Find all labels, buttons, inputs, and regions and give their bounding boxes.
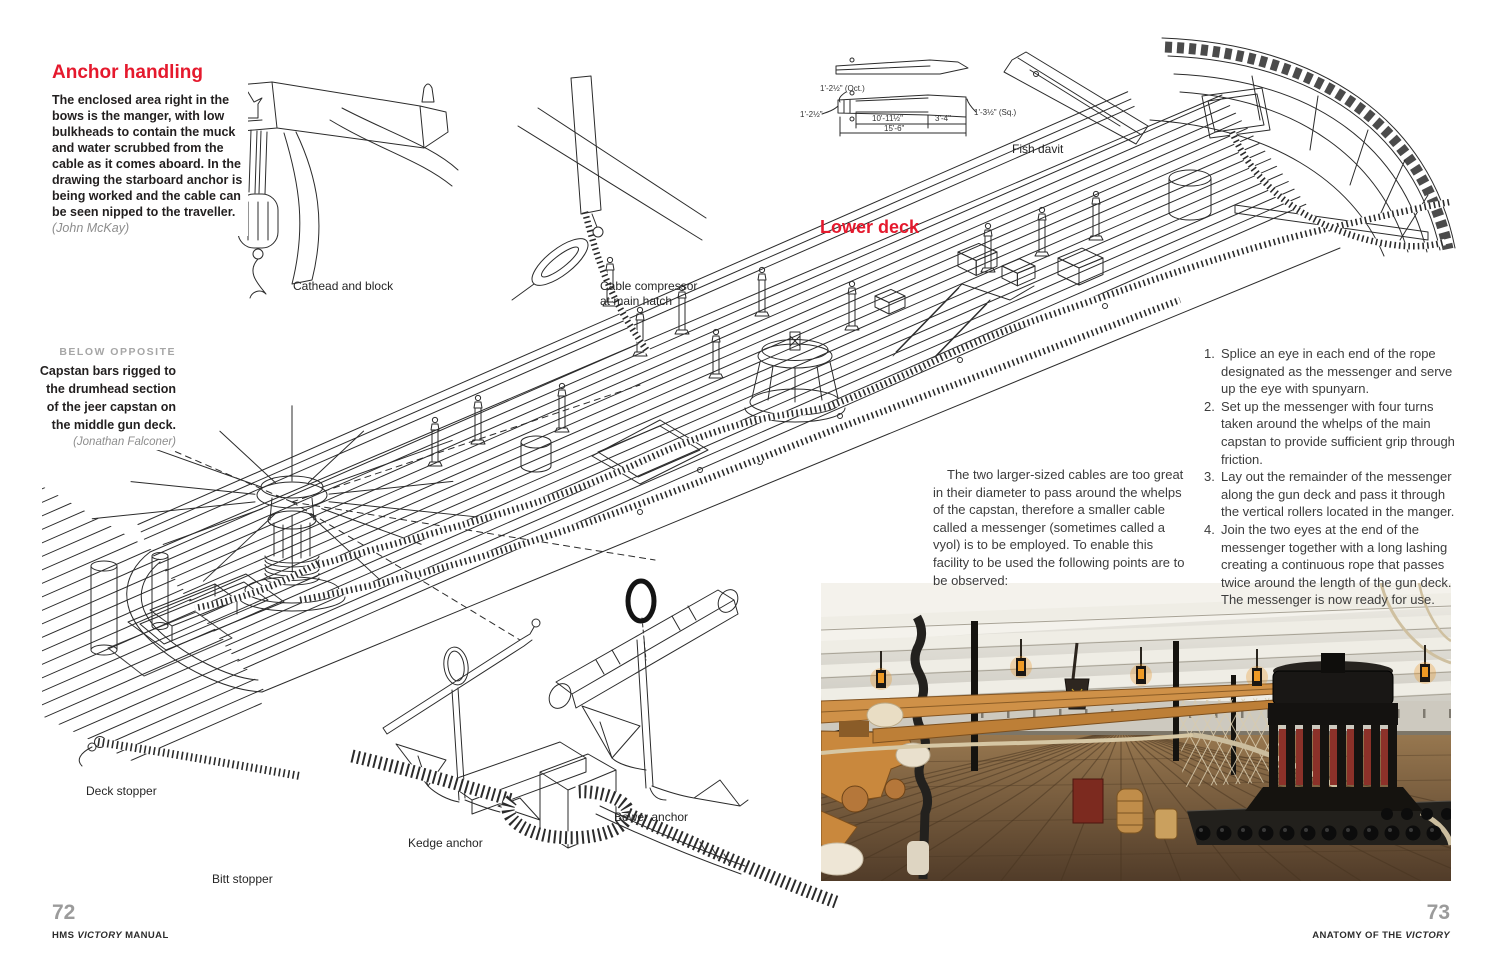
photo-credit: (John McKay) (52, 221, 130, 235)
davit-dim-oct: 1'-2½" (Oct.) (820, 84, 865, 93)
footer-left: HMS VICTORY MANUAL (52, 930, 169, 941)
grating (107, 419, 709, 677)
davit-dim-sq: 1'-3½" (Sq.) (974, 108, 1017, 117)
davit-dim-left: 1'-2½" (800, 110, 823, 119)
list-item: 2.Set up the messenger with four turns t… (1204, 398, 1455, 467)
bow-framing (1149, 37, 1456, 257)
caption-bower-anchor: Bower anchor (614, 810, 689, 824)
page-number-right: 73 (1426, 901, 1450, 924)
caption-cable-compressor: Cable compressor at main hatch (600, 279, 698, 308)
davit-dim-total: 15'-6" (884, 124, 905, 133)
davit-dim-short: 3'-4" (935, 114, 951, 123)
fish-davit-drawing (821, 51, 1149, 145)
list-item: 3.Lay out the remainder of the messenger… (1204, 469, 1455, 520)
stopper-drawings (78, 736, 839, 909)
caption-fish-davit: Fish davit (1012, 142, 1064, 156)
list-item: 4.Join the two eyes at the end of the me… (1204, 521, 1452, 608)
photo-credit: (Jonathan Falconer) (73, 436, 176, 448)
anchor-handling-title: Anchor handling (52, 62, 203, 83)
messenger-steps-list: 1.Splice an eye in each end of the rope … (1204, 345, 1464, 609)
cathead-drawing (225, 81, 459, 299)
caption-bitt-stopper: Bitt stopper (212, 872, 273, 886)
below-opposite-caption: BELOW OPPOSITE Capstan bars rigged to th… (36, 344, 178, 450)
anchor-handling-block: Anchor handling The enclosed area right … (52, 62, 248, 236)
lower-deck-label: Lower deck (820, 217, 920, 237)
bower-anchor-drawing (548, 578, 749, 807)
list-item: 1.Splice an eye in each end of the rope … (1204, 346, 1453, 397)
caption-kedge-anchor: Kedge anchor (408, 836, 483, 850)
lower-deck-photo (821, 583, 1451, 881)
footer-right: ANATOMY OF THE VICTORY (1312, 930, 1450, 941)
caption-kicker: BELOW OPPOSITE (59, 346, 176, 358)
lower-deck-cutaway-drawing (42, 37, 1456, 806)
page-number-left: 72 (52, 901, 76, 924)
caption-deck-stopper: Deck stopper (86, 784, 157, 798)
caption-cathead: Cathead and block (293, 279, 394, 293)
davit-dim-mid: 10'-11½" (872, 114, 903, 123)
messenger-intro-paragraph: The two larger-sized cables are too grea… (933, 467, 1185, 588)
anchor-handling-body: The enclosed area right in the bows is t… (52, 93, 243, 235)
caption-body: Capstan bars rigged to the drumhead sect… (39, 364, 176, 432)
cable-compressor-drawing (511, 75, 707, 301)
jeer-capstan (91, 384, 656, 641)
